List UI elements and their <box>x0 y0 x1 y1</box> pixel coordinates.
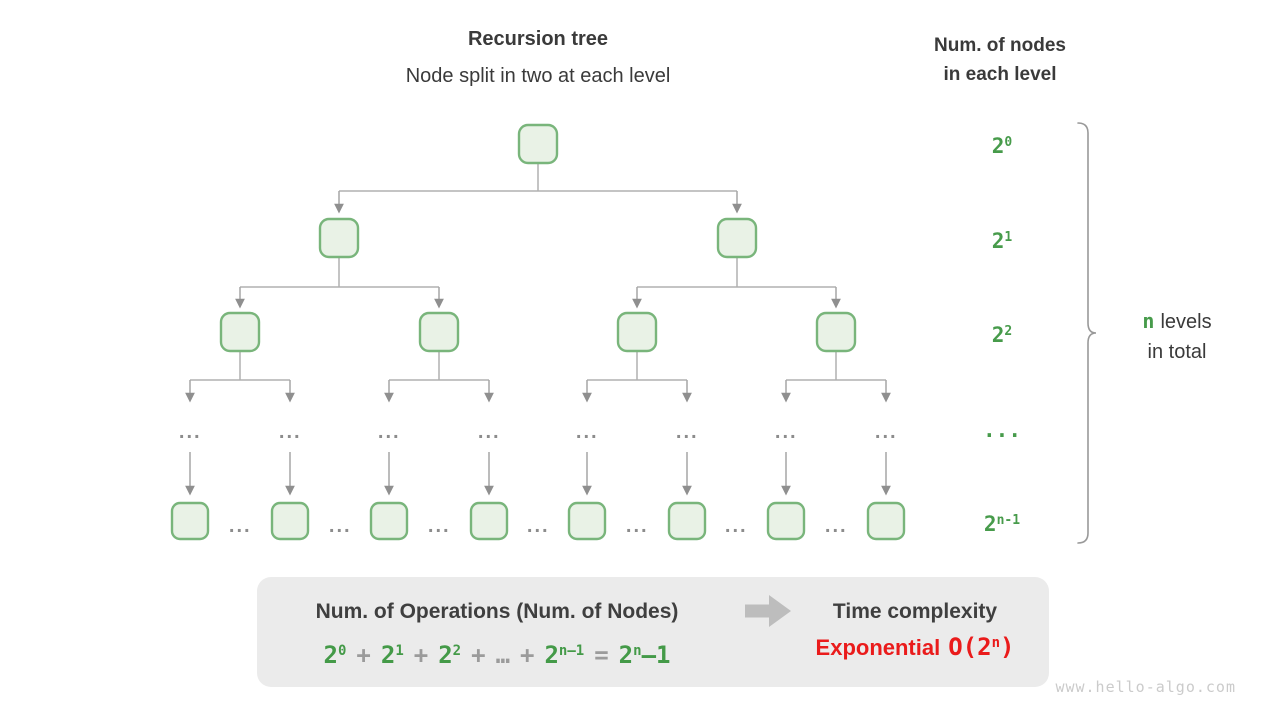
level-label-base: 2 <box>983 512 997 536</box>
brace-label-rest: levels <box>1160 311 1212 333</box>
tree-nodes <box>170 123 906 541</box>
tree-node <box>766 501 806 541</box>
tree-node <box>318 217 360 259</box>
level-label-sup: 2 <box>1004 324 1013 339</box>
formula-token: + <box>520 641 535 669</box>
level-ellipsis-row: ... ... ... ... ... ... ... ... <box>179 423 898 442</box>
right-column-header: Num. of nodes in each level <box>890 31 1110 89</box>
tree-node <box>667 501 707 541</box>
operations-formula: 20 +21 +22 + … +2n–1 = 2n–1 <box>277 633 717 673</box>
right-header-line2: in each level <box>943 64 1057 85</box>
ellipsis: ... <box>329 517 352 536</box>
formula-token: … <box>495 641 511 669</box>
bottom-row-ellipsis: ... ... ... ... ... ... ... <box>229 517 848 536</box>
tree-node <box>815 311 857 353</box>
complexity-word: Exponential <box>815 635 941 660</box>
tree-node <box>219 311 261 353</box>
level-label-4: 2n-1 <box>952 508 1052 537</box>
big-o-open: O(2 <box>948 633 992 661</box>
tree-node <box>716 217 758 259</box>
level-label-base: 2 <box>991 323 1005 347</box>
ellipsis: ... <box>527 517 550 536</box>
ellipsis: ... <box>229 517 252 536</box>
levels-brace <box>1077 122 1097 544</box>
ellipsis: ... <box>825 517 848 536</box>
big-o-sup: n <box>991 635 1001 651</box>
ellipsis: ... <box>775 423 798 442</box>
formula-token: + <box>356 641 371 669</box>
tree-connector-lines <box>190 163 886 381</box>
big-o-notation: O(2n) <box>948 633 1014 661</box>
level-label-3: ... <box>952 414 1052 443</box>
formula-token: 21 <box>380 641 404 669</box>
ellipsis: ... <box>725 517 748 536</box>
ellipsis: ... <box>179 423 202 442</box>
ellipsis: ... <box>676 423 699 442</box>
ellipsis: ... <box>279 423 302 442</box>
tree-arrows <box>185 191 891 496</box>
tree-node <box>369 501 409 541</box>
tree-node <box>170 501 210 541</box>
n-variable: n <box>1142 309 1155 333</box>
right-arrow-icon <box>745 595 791 627</box>
level-label-2: 22 <box>952 319 1052 348</box>
diagram-subtitle: Node split in two at each level <box>405 65 671 87</box>
formula-token: 2n–1 <box>618 641 671 669</box>
big-o-close: ) <box>1000 633 1015 661</box>
formula-token: 22 <box>438 641 462 669</box>
ellipsis: ... <box>478 423 501 442</box>
ellipsis: ... <box>626 517 649 536</box>
brace-label-line2: in total <box>1147 341 1207 363</box>
tree-node <box>270 501 310 541</box>
formula-token: 20 <box>323 641 347 669</box>
ellipsis: ... <box>428 517 451 536</box>
complexity-result: Exponential O(2n) <box>800 633 1030 661</box>
formula-token: 2n–1 <box>544 641 585 669</box>
time-complexity-title: Time complexity <box>832 600 998 623</box>
summary-box: Num. of Operations (Num. of Nodes) 20 +21… <box>257 577 1049 687</box>
level-label-base: 2 <box>991 134 1005 158</box>
tree-node <box>418 311 460 353</box>
diagram-title: Recursion tree <box>467 28 609 50</box>
level-label-base: 2 <box>991 229 1005 253</box>
operations-title: Num. of Operations (Num. of Nodes) <box>315 600 679 623</box>
formula-token: = <box>594 641 609 669</box>
level-label-sup: 0 <box>1004 135 1013 150</box>
tree-node <box>616 311 658 353</box>
formula-token: + <box>413 641 429 669</box>
ellipsis: ... <box>875 423 898 442</box>
level-label-0: 20 <box>952 130 1052 159</box>
tree-node <box>469 501 509 541</box>
formula-token: + <box>471 641 486 669</box>
level-label-1: 21 <box>952 225 1052 254</box>
level-label-base: ... <box>983 418 1021 442</box>
level-label-sup: 1 <box>1004 230 1013 245</box>
tree-node <box>517 123 559 165</box>
ellipsis: ... <box>378 423 401 442</box>
tree-node <box>567 501 607 541</box>
watermark: www.hello-algo.com <box>1055 678 1236 696</box>
tree-node <box>866 501 906 541</box>
level-label-sup: n-1 <box>996 513 1021 528</box>
right-header-line1: Num. of nodes <box>934 35 1066 56</box>
ellipsis: ... <box>576 423 599 442</box>
